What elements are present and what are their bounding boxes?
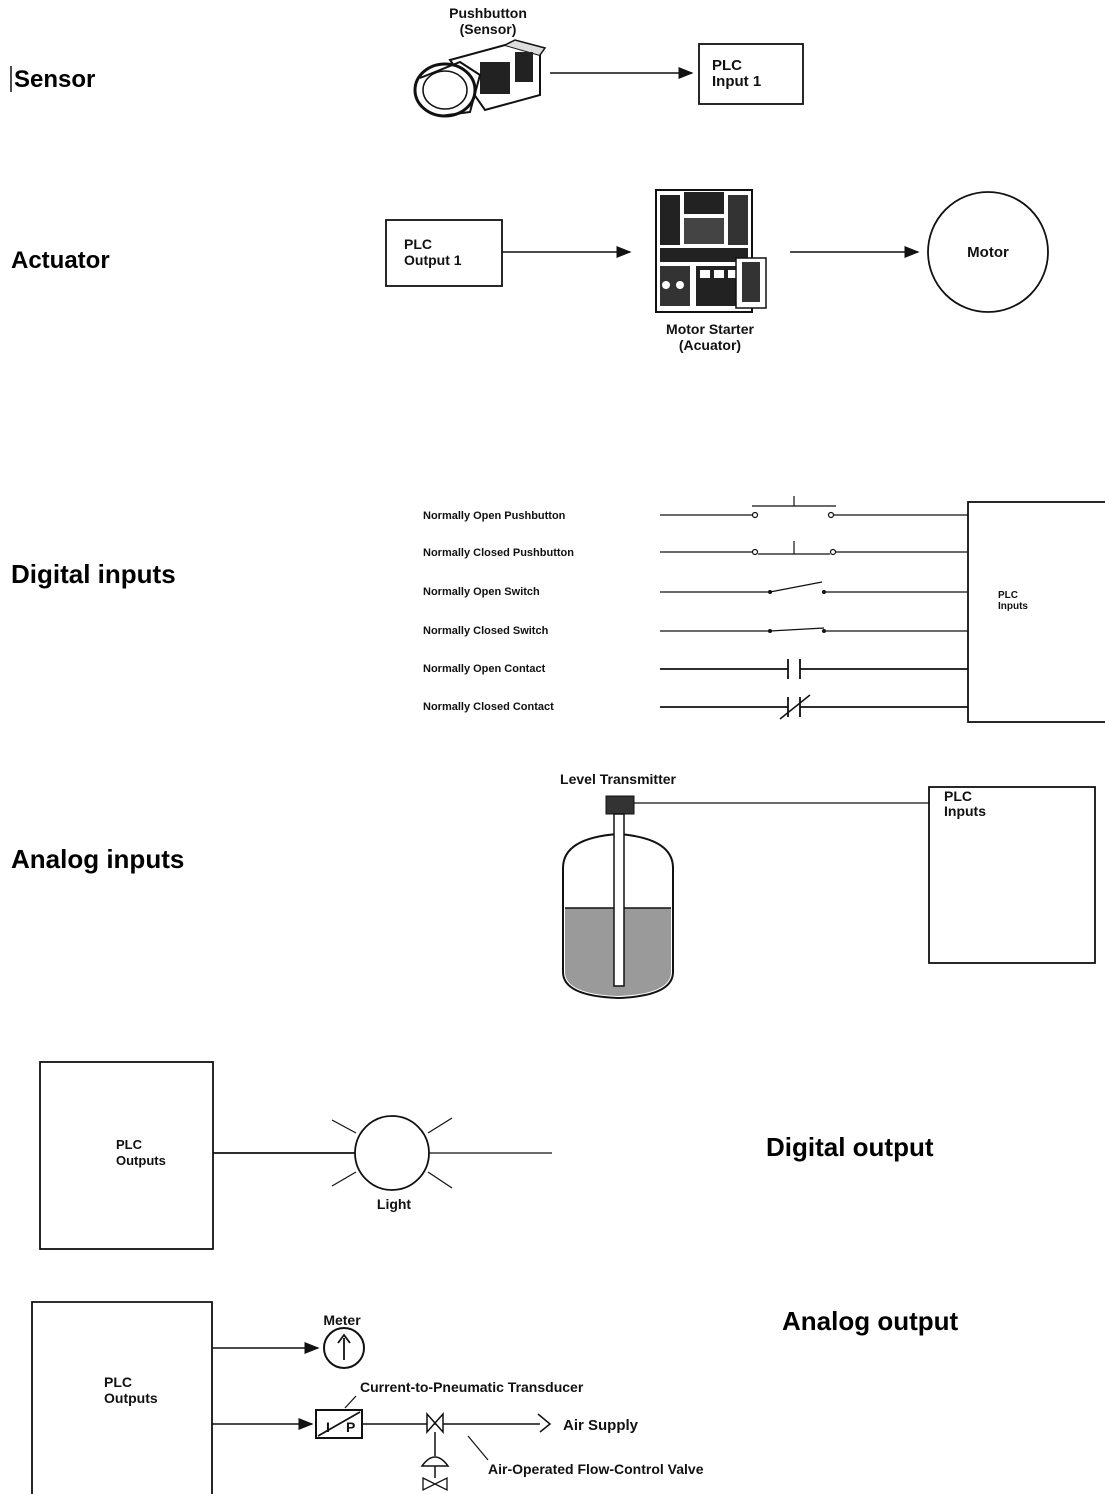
meter-label: Meter [323, 1312, 361, 1328]
plc-outputs-label: PLC [116, 1137, 143, 1152]
air-supply-label: Air Supply [563, 1417, 639, 1434]
sensor-section: Sensor Pushbutton (Sensor) PLC Input 1 [10, 5, 804, 118]
plc-output-label: PLC [404, 236, 432, 252]
row-label: Normally Open Contact [423, 663, 546, 675]
nc-switch-symbol [660, 627, 968, 633]
motor-starter-icon [655, 189, 767, 313]
no-contact-symbol [660, 659, 968, 679]
light-label: Light [377, 1196, 412, 1212]
transducer-icon: I P [315, 1409, 363, 1439]
transducer-p-glyph: P [346, 1419, 355, 1435]
light-icon [331, 1115, 453, 1191]
no-pushbutton-symbol [660, 496, 968, 519]
plc-input-label-sub: Input 1 [712, 73, 761, 90]
plc-output-label-sub: Output 1 [404, 252, 462, 268]
no-switch-symbol [660, 581, 968, 594]
plc-analog-inputs-label-sub: Inputs [944, 803, 986, 819]
valve-leader [467, 1435, 489, 1461]
transducer-label: Current-to-Pneumatic Transducer [360, 1379, 584, 1395]
digital-output-section: PLC Outputs Light Digital output [39, 1061, 934, 1250]
plc-analog-inputs-box [928, 786, 1096, 964]
nc-contact-symbol [660, 694, 968, 720]
plc-analog-outputs-label-sub: Outputs [104, 1390, 158, 1406]
motor-label: Motor [967, 244, 1009, 261]
transducer-i-glyph: I [326, 1419, 330, 1435]
digital-inputs-section: Digital inputs PLC Inputs Normally Open … [11, 496, 1105, 723]
plc-outputs-label-sub: Outputs [116, 1153, 166, 1168]
row-label: Normally Closed Contact [423, 701, 554, 713]
digital-output-title: Digital output [766, 1132, 934, 1162]
flow-control-valve-icon [420, 1412, 450, 1492]
pushbutton-icon [413, 39, 547, 118]
analog-output-section: Analog output PLC Outputs Meter Current-… [31, 1301, 959, 1494]
air-supply-arrow [537, 1413, 552, 1433]
row-label: Normally Open Switch [423, 586, 540, 598]
level-transmitter-label: Level Transmitter [560, 771, 676, 787]
plc-output-box [385, 219, 503, 287]
valve-label: Air-Operated Flow-Control Valve [488, 1461, 704, 1477]
meter-icon [323, 1327, 365, 1369]
transducer-leader [344, 1395, 357, 1409]
row-label: Normally Open Pushbutton [423, 510, 566, 522]
actuator-title: Actuator [11, 247, 110, 274]
actuator-section: Actuator PLC Output 1 Motor Starter (Acu… [11, 189, 1049, 353]
plc-outputs-box [39, 1061, 214, 1250]
motor-icon [927, 191, 1049, 313]
row-label: Normally Closed Switch [423, 625, 549, 637]
analog-output-title: Analog output [782, 1306, 959, 1336]
plc-inputs-label: PLC [998, 590, 1018, 601]
analog-inputs-title: Analog inputs [11, 844, 184, 874]
analog-inputs-section: Analog inputs Level Transmitter PLC Inpu… [11, 771, 1096, 1000]
plc-analog-outputs-box [31, 1301, 213, 1494]
sensor-title: Sensor [14, 66, 95, 93]
plc-inputs-label-sub: Inputs [998, 601, 1028, 612]
tank-icon [562, 795, 674, 1000]
pushbutton-label: Pushbutton [449, 5, 527, 21]
nc-pushbutton-symbol [660, 541, 968, 556]
plc-analog-outputs-label: PLC [104, 1374, 132, 1390]
plc-input-label: PLC [712, 57, 742, 74]
digital-inputs-title: Digital inputs [11, 559, 176, 589]
motor-starter-label: Motor Starter [666, 321, 754, 337]
row-label: Normally Closed Pushbutton [423, 547, 574, 559]
plc-input-box [698, 43, 804, 105]
motor-starter-label-sub: (Acuator) [679, 337, 741, 353]
pushbutton-label-sub: (Sensor) [460, 21, 517, 37]
plc-inputs-box [967, 501, 1105, 723]
plc-analog-inputs-label: PLC [944, 788, 972, 804]
